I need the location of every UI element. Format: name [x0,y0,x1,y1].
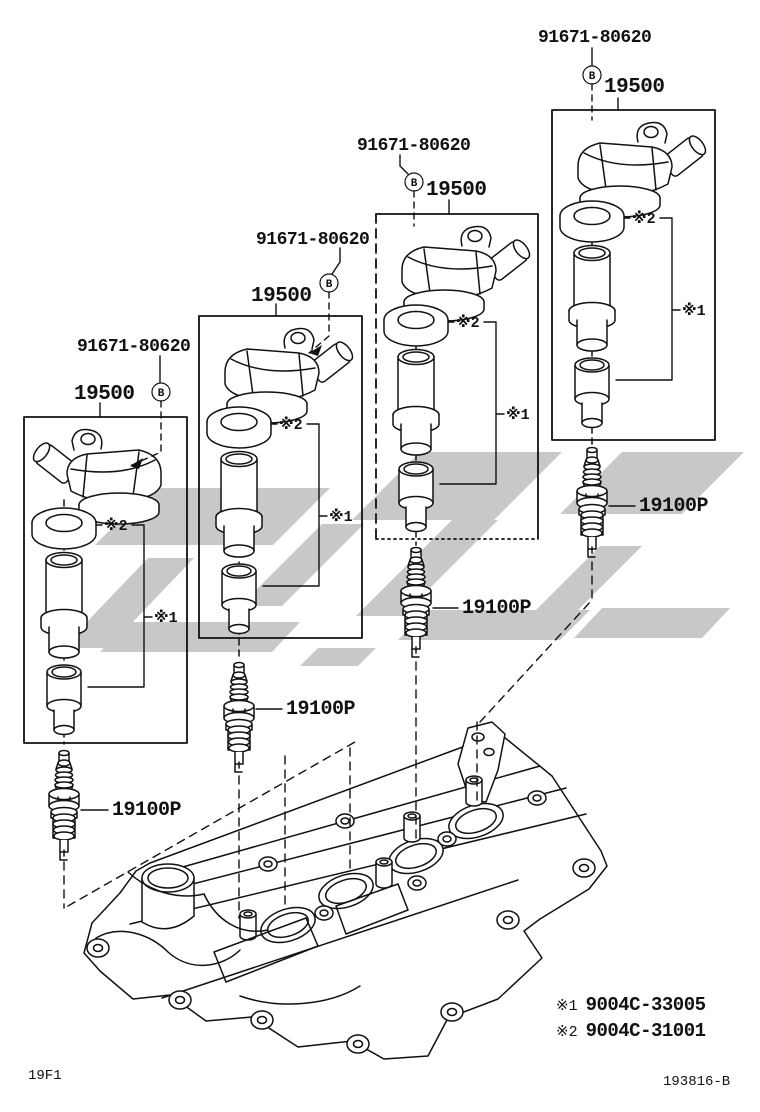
assembly-part-label-2: 19500 [251,285,312,308]
boot-ref-label-2: ※1 [329,509,353,526]
page-code: 19F1 [28,1068,62,1084]
bolt-part-label-4: 91671-80620 [538,28,652,48]
plug-well-3 [318,872,374,910]
seal-ref-label-2: ※2 [279,417,303,434]
spark-plug-1 [48,749,80,861]
plug-part-label-4: 19100P [639,495,709,518]
seal-ref-label-4: ※2 [632,211,656,228]
assembly-part-label-3: 19500 [426,179,487,202]
boot-ref-label-1: ※1 [154,610,178,627]
callout-box-3 [375,213,539,540]
bolt-letter-3: B [411,178,418,190]
seal-ring-3 [383,304,449,347]
seal-ref-label-3: ※2 [456,315,480,332]
bolt-letter-1: B [158,388,165,400]
plug-part-label-3: 19100P [462,597,532,620]
installation-dashed-lines [63,561,593,919]
plug-part-label-2: 19100P [286,698,356,721]
spark-plug-2 [223,661,255,773]
figure-number: 193816-B [663,1074,731,1090]
boot-ref-label-4: ※1 [682,303,706,320]
seal-ref-label-1: ※2 [104,518,128,535]
legend-part-2: 9004C-31001 [585,1020,706,1042]
bolt-part-label-1: 91671-80620 [77,337,191,357]
seal-ring-2 [206,406,272,449]
plug-part-label-1: 19100P [112,799,182,822]
legend-row-1: ※1 9004C-33005 [556,994,706,1016]
callout-box-2 [198,315,363,639]
legend-ref-1: ※1 [556,998,578,1015]
spark-plug-4 [576,446,608,558]
assembly-part-label-1: 19500 [74,383,135,406]
assembly-part-label-4: 19500 [604,76,665,99]
plug-label-leaders [80,505,636,811]
bolt-callouts [129,47,602,469]
callout-box-4 [551,109,716,441]
legend-row-2: ※2 9004C-31001 [556,1020,706,1042]
seal-ring-1 [31,507,97,550]
valve-cover [83,721,608,1060]
bolt-letter-2: B [326,279,333,291]
legend-ref-2: ※2 [556,1024,578,1041]
seal-ring-4 [559,200,625,243]
insulator-boot-4 [568,244,616,429]
bolt-part-label-2: 91671-80620 [256,230,370,250]
ref-leader-brackets [87,217,681,688]
insulator-boot-3 [392,348,440,533]
assembly-label-leaders [99,97,619,418]
legend-part-1: 9004C-33005 [585,994,706,1016]
bolt-part-label-3: 91671-80620 [357,136,471,156]
callout-box-1 [23,416,188,744]
boot-ref-label-3: ※1 [506,407,530,424]
bolt-letter-4: B [589,71,596,83]
